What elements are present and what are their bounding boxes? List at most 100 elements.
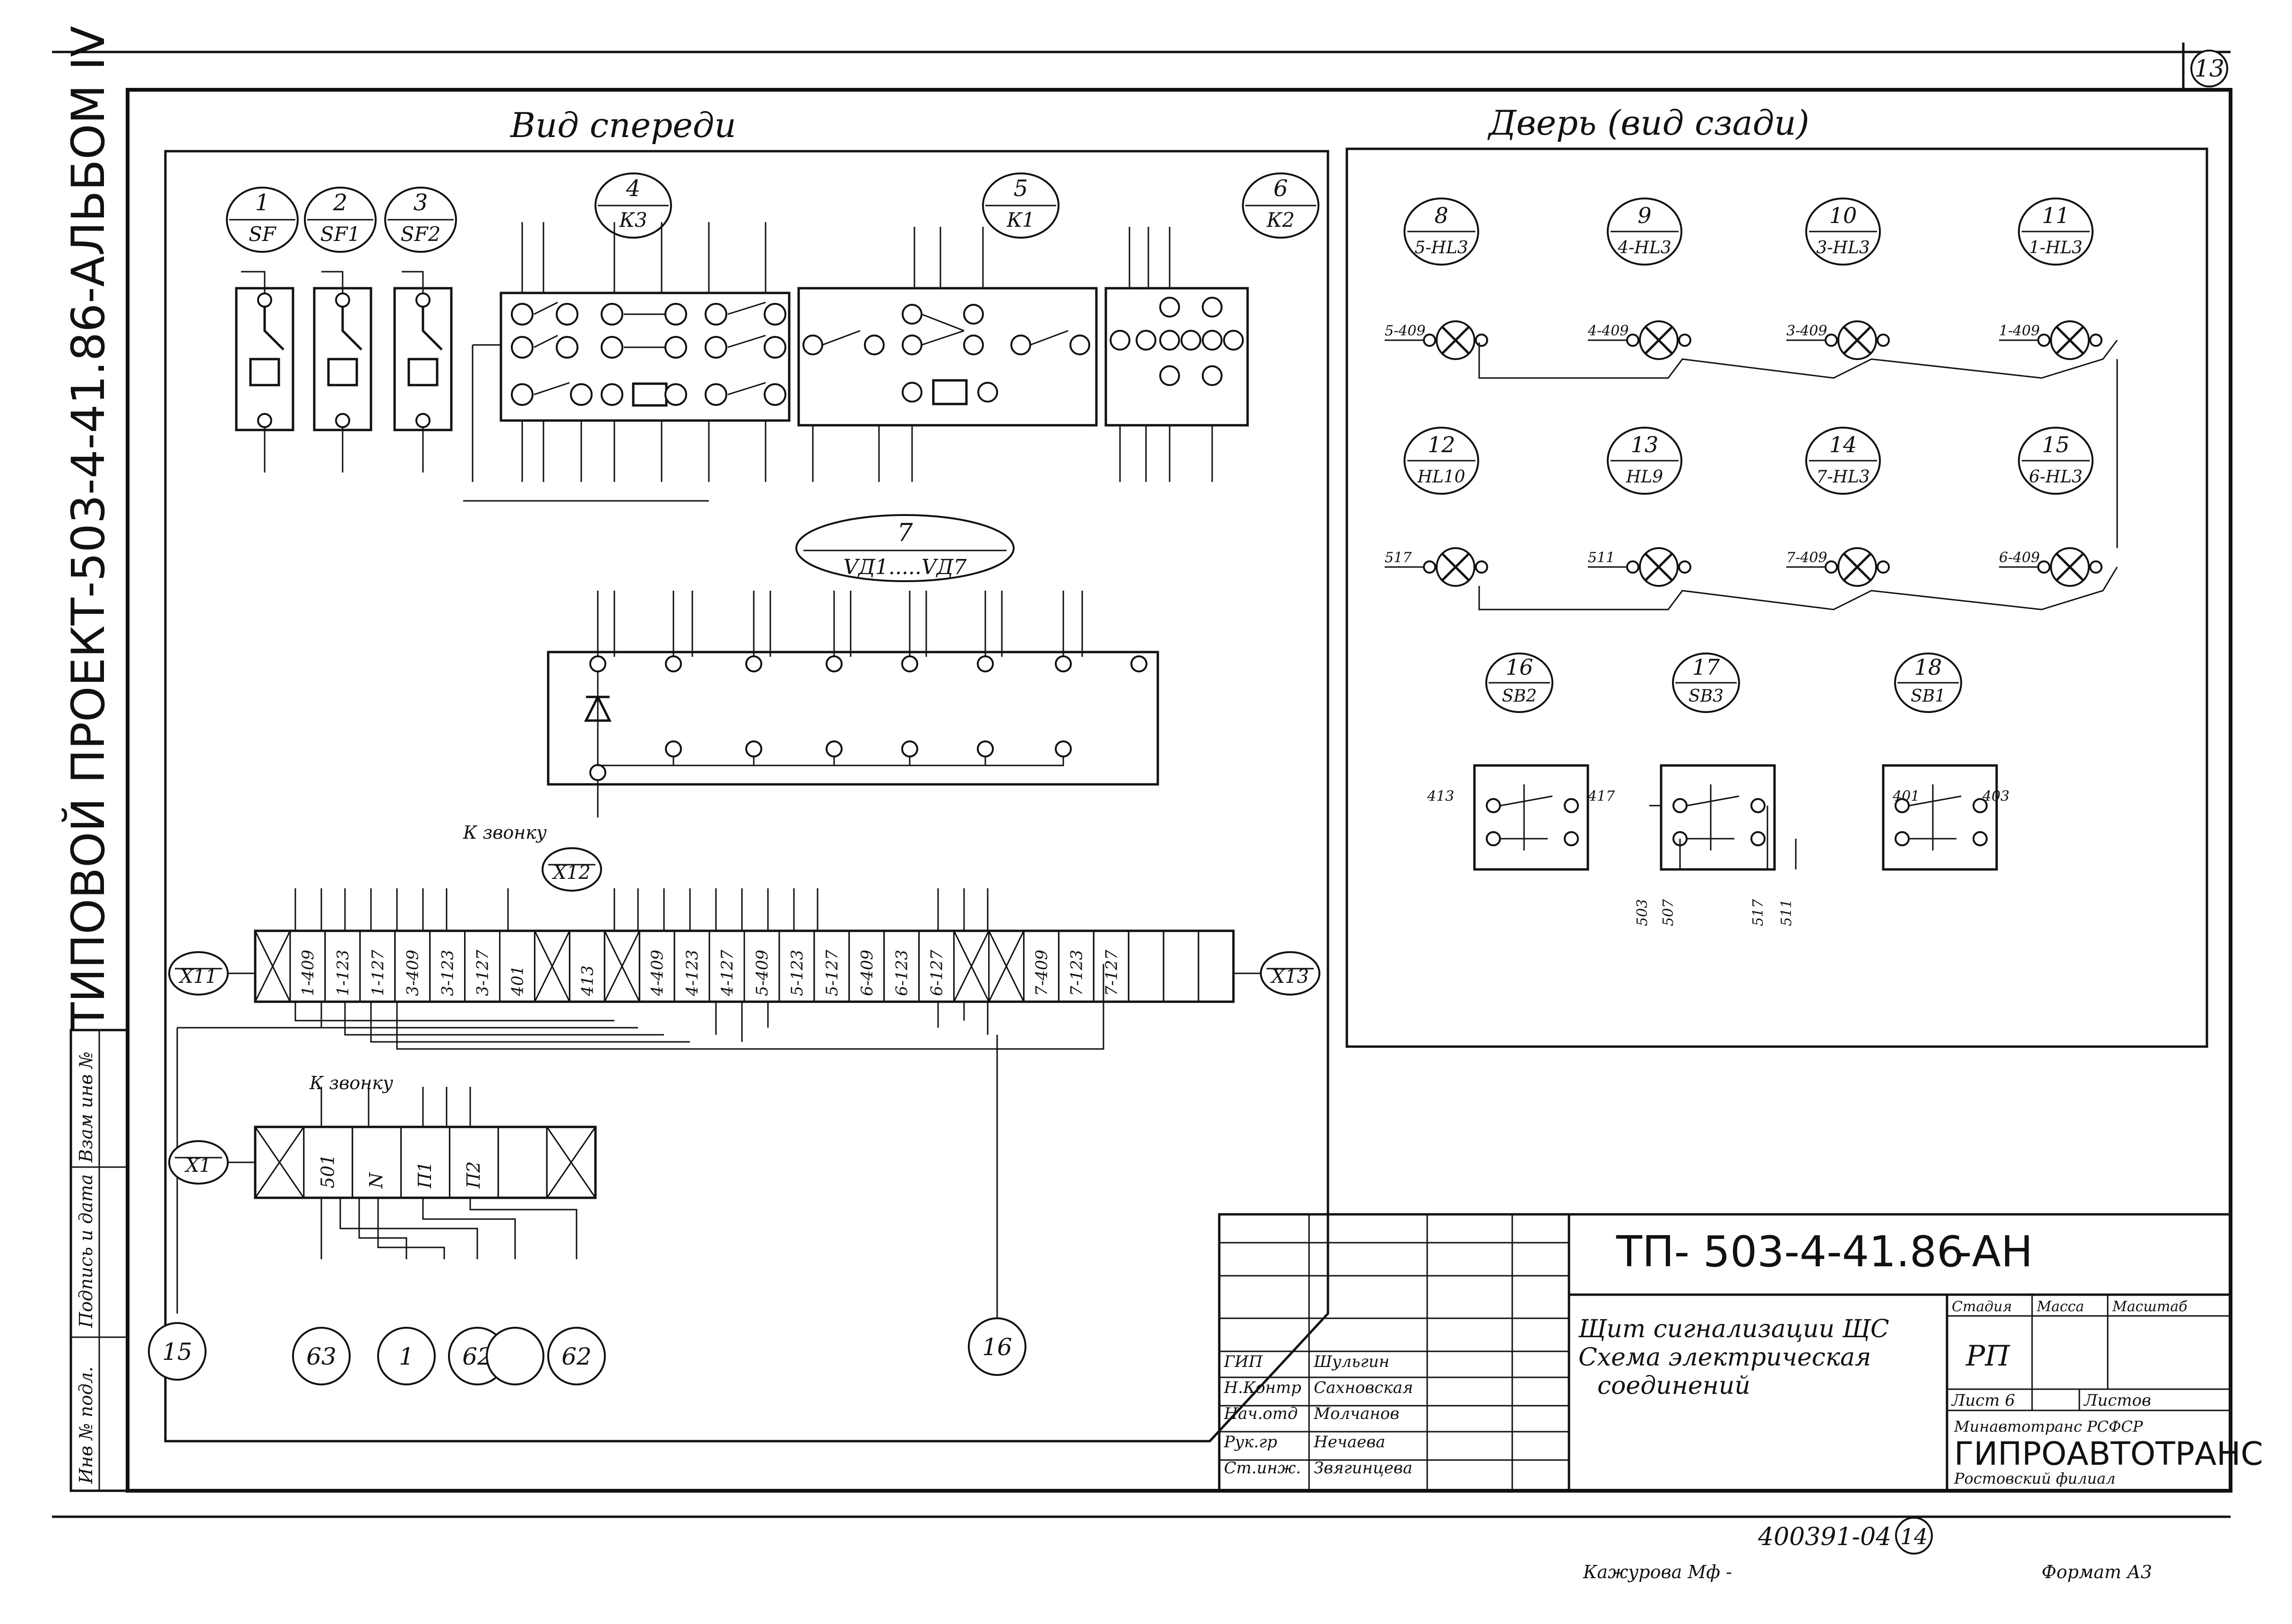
door-lamp-wire: 5-409 [1385,323,1425,339]
stage-value: РП [1965,1340,2010,1373]
svg-text:6: 6 [1274,175,1288,202]
device-4: 4 К3 [595,172,672,239]
x11-cell-label: 5-127 [823,950,842,996]
door-lamp-code: HL10 [1417,467,1465,487]
x11-cell: 4-127 [708,930,745,1003]
desc-line-1: Щит сигнализации ЩС [1578,1315,1889,1343]
connection-circle: 62 [547,1327,606,1385]
svg-text:4: 4 [626,175,641,202]
svg-text:К2: К2 [1266,208,1294,232]
terminal-x11-label: X11 [168,951,229,996]
door-lamp-wire: 7-409 [1786,550,1827,566]
x11-cell-label: 6-123 [893,950,912,996]
page-number-text: 13 [2194,55,2224,82]
connection-circle-label: 62 [561,1343,592,1370]
relay-k1 [797,287,1098,427]
svg-text:X12: X12 [551,862,590,884]
x1-cell-label: 501 [317,1154,338,1188]
door-button-wire: 413 [1427,788,1454,805]
door-view-title: Дверь (вид сзади) [1487,103,1809,143]
door-button-wire: 517 [1750,899,1766,926]
device-3: 3 SF2 [384,187,457,253]
x11-cell: 7-409 [1023,930,1060,1003]
device-wiring-stubs [241,222,1213,502]
svg-text:X11: X11 [178,966,217,988]
door-lamps: 85-HL35-40994-HL34-409103-HL33-409111-HL… [1385,198,2102,587]
x11-cell [988,930,1025,1003]
x11-cell: 5-123 [778,930,815,1003]
breaker-sf1 [313,287,372,431]
svg-text:3: 3 [414,189,428,216]
breaker-sf2 [393,287,453,431]
title-role: Ст.инж. [1224,1459,1301,1478]
x1-cell: N [352,1126,402,1199]
x11-cell: 4-123 [673,930,710,1003]
side-stamp-replace: Взам инв № [76,1051,96,1163]
x11-cell-spare [1163,930,1199,1003]
door-button-num: 16 [1506,654,1534,680]
svg-text:SF2: SF2 [401,223,441,246]
x11-cell-spare [1198,930,1234,1003]
svg-text:SF1: SF1 [320,223,361,246]
svg-text:5: 5 [1014,175,1028,202]
x11-cell: 401 [499,930,535,1003]
door-button-wire: 511 [1778,899,1795,926]
title-role-name: Нечаева [1313,1433,1385,1452]
door-lamp-code: 6-HL3 [2029,467,2082,487]
diode-board [547,651,1159,786]
org-line-3: Ростовский филиал [1954,1469,2115,1487]
x11-cell-label: 4-127 [718,950,737,997]
door-lamp-wire: 6-409 [1999,550,2040,566]
x11-cell: 6-409 [848,930,885,1003]
side-project-title: ТИПОВОЙ ПРОЕКТ-503-4-41.86-АЛЬБОМ IV [61,26,115,1031]
door-button-wire: 503 [1634,899,1651,926]
door-lamp-code: 4-HL3 [1617,238,1671,258]
diode-board-terminals [584,591,1147,817]
x1-cell-label: П1 [414,1161,435,1189]
connection-circle-label: 1 [399,1343,414,1370]
archive-circle: 14 [1895,1517,1933,1555]
relay-k3 [500,292,791,422]
x11-cell-label: 7-409 [1032,950,1051,996]
title-role-name: Сахновская [1314,1378,1413,1397]
x11-cell-label: 3-123 [439,950,457,996]
desc-line-3: соединений [1597,1372,1750,1400]
org-line-1: Минавтотранс РСФСР [1954,1418,2143,1435]
title-role-name: Шульгин [1313,1352,1389,1371]
title-role: Нач.отд [1224,1404,1298,1423]
terminal-x12-label: X12 [542,847,602,892]
x11-cell: 1-409 [289,930,326,1003]
title-role: Н.Контр [1224,1378,1301,1397]
x11-cell-label: 3-409 [404,950,422,996]
desc-line-2: Схема электрическая [1578,1343,1871,1372]
x11-cell [603,930,640,1003]
door-button-leads [1649,805,1797,869]
door-lamp-num: 13 [1631,432,1659,457]
door-lamp-code: 3-HL3 [1816,238,1870,258]
x11-bottom-wiring [176,964,1104,1332]
page-number: 13 [2190,50,2228,87]
title-role: Рук.гр [1224,1433,1277,1452]
door-button-code: SB2 [1502,687,1537,706]
terminal-x13-label: X13 [1260,951,1320,996]
x11-cell: 3-409 [394,930,431,1003]
x11-cell: 4-409 [638,930,675,1003]
bell-label-top: К звонку [463,822,547,843]
connection-circle: 63 [292,1327,351,1385]
x11-cell-label: 1-123 [334,950,353,996]
title-role-name: Звягинцева [1314,1459,1413,1478]
title-role-row: Рук.гр Нечаева [1224,1433,1385,1452]
x11-cell: 7-127 [1093,930,1129,1003]
x11-cell: 7-123 [1058,930,1094,1003]
connection-circle: 1 [377,1327,436,1385]
x11-cell-label: 3-127 [474,950,492,996]
